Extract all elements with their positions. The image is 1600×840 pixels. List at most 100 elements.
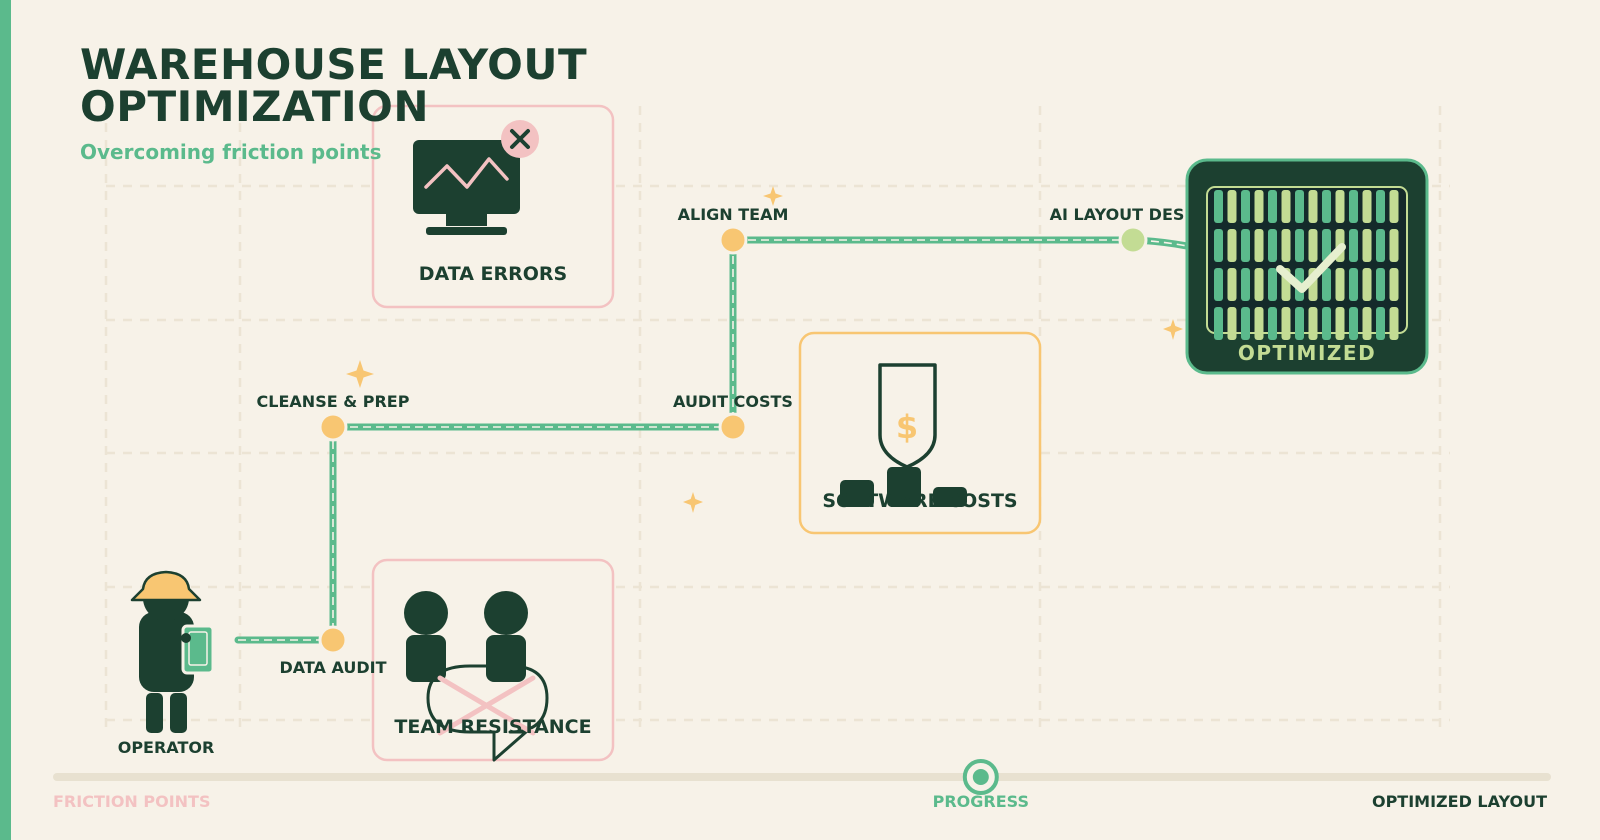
route-node-cleanse-prep [318, 412, 348, 442]
route-node-ai-layout [1118, 225, 1148, 255]
rack-bar [1362, 268, 1372, 301]
progress-right-label: OPTIMIZED LAYOUT [1372, 792, 1547, 811]
rack-bar [1362, 307, 1372, 340]
rack-bar [1268, 307, 1277, 340]
rack-bar [1227, 268, 1237, 301]
page-title: WAREHOUSE LAYOUT OPTIMIZATION [80, 40, 588, 131]
rack-bar [1322, 229, 1331, 262]
cross-icon [437, 675, 536, 736]
rack-bar [1308, 190, 1318, 223]
rack-bar [1376, 268, 1385, 301]
rack-bar [1227, 190, 1237, 223]
rack-bar [1281, 190, 1291, 223]
rack-bar [1322, 190, 1331, 223]
rack-bar [1254, 229, 1264, 262]
operator-label: OPERATOR [118, 738, 215, 757]
step-label-align-team: ALIGN TEAM [678, 205, 789, 224]
step-label-audit-costs: AUDIT COSTS [673, 392, 793, 411]
rack-bar [1241, 190, 1250, 223]
error-x-icon [501, 120, 539, 158]
rack-bar [1227, 229, 1237, 262]
rack-bar [1214, 190, 1223, 223]
operator-leg [146, 693, 163, 733]
rack-bar [1335, 307, 1345, 340]
rack-bar [1268, 190, 1277, 223]
rack-bar [1281, 307, 1291, 340]
rack-bar [1281, 229, 1291, 262]
check-icon [1276, 243, 1346, 293]
rack-bar [1376, 229, 1385, 262]
rack-bar [1295, 307, 1304, 340]
rack-bar [1268, 229, 1277, 262]
rack-bar [1254, 268, 1264, 301]
goal-card [1185, 158, 1429, 375]
rack-bar [1335, 268, 1345, 301]
team-icon [404, 591, 528, 682]
progress-marker-label: PROGRESS [933, 792, 1029, 811]
rack-bar [1214, 307, 1223, 340]
dollar-icon: $ [896, 408, 918, 446]
sparkle-icon [346, 360, 374, 388]
rack-bar [1241, 268, 1250, 301]
rack-bar [1322, 307, 1331, 340]
rack-bar [1268, 268, 1277, 301]
card-label-software-costs: SOFTWARE COSTS [822, 490, 1017, 512]
rack-bar [1349, 307, 1358, 340]
rack-bar [1322, 268, 1331, 301]
sparkle-icon [683, 492, 703, 513]
rack-bar [1376, 190, 1385, 223]
rack-bar [1241, 307, 1250, 340]
rack-bar [1376, 307, 1385, 340]
page-subtitle: Overcoming friction points [80, 140, 382, 164]
sparkle-icon [763, 186, 783, 206]
rack-bar [1295, 190, 1304, 223]
step-label-cleanse-prep: CLEANSE & PREP [257, 392, 410, 411]
rack-bar [1308, 307, 1318, 340]
rack-bar [1389, 268, 1399, 301]
rack-bar [1308, 229, 1318, 262]
step-label-data-audit: DATA AUDIT [279, 658, 386, 677]
monitor-error-icon [413, 140, 520, 235]
rack-bar [1214, 268, 1223, 301]
route-node-audit-costs [718, 412, 748, 442]
progress-marker [962, 759, 999, 795]
rack-bar [1349, 229, 1358, 262]
operator-figure [130, 570, 215, 733]
card-labels: DATA ERRORS TEAM RESISTANCE SOFTWARE COS… [394, 263, 1017, 738]
route-node-data-audit [318, 625, 348, 655]
step-labels: OPERATOR DATA AUDIT CLEANSE & PREP AUDIT… [118, 205, 1185, 757]
rack-bar [1389, 190, 1399, 223]
rack-bar [1389, 229, 1399, 262]
card-team-resistance [371, 558, 615, 762]
sparkle-icons [346, 186, 1183, 513]
rack-bar [1335, 190, 1345, 223]
sparkle-icon [1163, 319, 1183, 340]
operator-leg [170, 693, 187, 733]
rack-bar [1349, 268, 1358, 301]
card-label-data-errors: DATA ERRORS [419, 263, 568, 285]
coin-stack-icon [840, 480, 874, 507]
card-software-costs: $ [798, 331, 1042, 535]
step-label-ai-layout: AI LAYOUT DES [1050, 205, 1185, 224]
progress-left-label: FRICTION POINTS [53, 792, 210, 811]
rack-bar [1227, 307, 1237, 340]
speech-bubble-icon [426, 664, 549, 762]
left-accent-bar [0, 0, 11, 840]
coin-stack-icon [887, 467, 921, 507]
progress-bar: FRICTION POINTS PROGRESS OPTIMIZED LAYOU… [53, 759, 1551, 811]
goal-label: OPTIMIZED [1238, 341, 1376, 365]
operator-body [139, 612, 194, 692]
rack-bar [1254, 307, 1264, 340]
hard-hat-icon [130, 570, 202, 602]
rack-bar [1349, 190, 1358, 223]
rack-bar [1389, 307, 1399, 340]
rack-bar [1214, 229, 1223, 262]
rack-bar [1362, 229, 1372, 262]
card-data-errors [371, 104, 615, 309]
rack-bar [1254, 190, 1264, 223]
rack-bar [1362, 190, 1372, 223]
card-label-team-resistance: TEAM RESISTANCE [394, 716, 591, 738]
shield-icon [878, 363, 937, 469]
warehouse-racks [1214, 190, 1399, 340]
